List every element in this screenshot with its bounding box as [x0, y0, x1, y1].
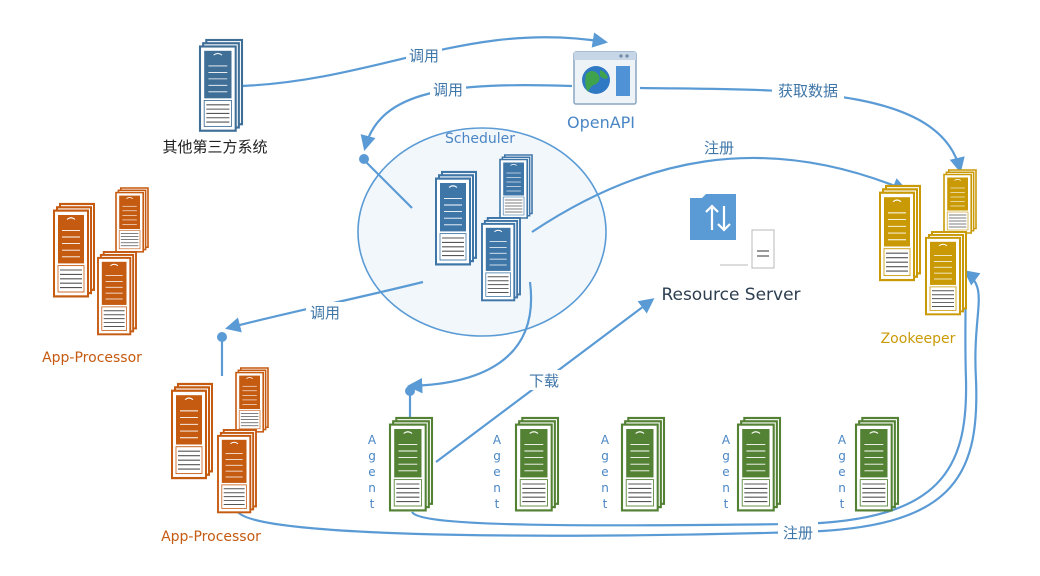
third-party-server-icon	[198, 38, 244, 132]
label-fetch-data: 获取数据	[778, 82, 838, 100]
edge-register-agent	[411, 269, 968, 527]
scheduler-label: Scheduler	[445, 131, 515, 147]
agent-server-1	[388, 416, 434, 512]
app-processor-top-servers-icon	[52, 187, 149, 336]
edge-register-app	[237, 270, 981, 537]
app-processor-bottom-servers-icon	[170, 367, 269, 514]
edge-scheduler-agent	[406, 281, 533, 394]
resource-server-label: Resource Server	[661, 285, 800, 305]
edge-scheduler-link	[363, 159, 413, 209]
edge-call-scheduler	[360, 84, 573, 151]
agent-server-5	[854, 416, 900, 512]
agent-servers-icon	[388, 416, 900, 512]
connector-dot	[217, 332, 227, 342]
resource-server-icon	[690, 194, 775, 269]
agent-server-4	[736, 416, 782, 512]
third-party-label: 其他第三方系统	[162, 138, 267, 156]
edge-register-top	[531, 156, 908, 233]
zookeeper-label: Zookeeper	[881, 331, 956, 347]
connector-dot	[405, 386, 415, 396]
edge-labels: 调用 调用 获取数据 注册 调用 下载 注册	[306, 45, 844, 542]
edge-fetch-data	[639, 86, 965, 173]
app-processor-top-label: App-Processor	[42, 350, 142, 366]
openapi-window-icon	[573, 51, 637, 105]
label-register-bottom: 注册	[783, 524, 813, 542]
agent-server-3	[620, 416, 666, 512]
label-call-openapi: 调用	[433, 81, 463, 99]
app-processor-bottom-label: App-Processor	[161, 529, 261, 545]
agent-server-2	[514, 416, 560, 512]
label-call-app: 调用	[310, 304, 340, 322]
openapi-label: OpenAPI	[567, 113, 635, 132]
label-call-top: 调用	[409, 47, 439, 65]
label-register-top: 注册	[704, 139, 734, 157]
connector-dot	[359, 154, 369, 164]
label-download: 下载	[529, 372, 559, 390]
zookeeper-servers-icon	[878, 169, 977, 316]
